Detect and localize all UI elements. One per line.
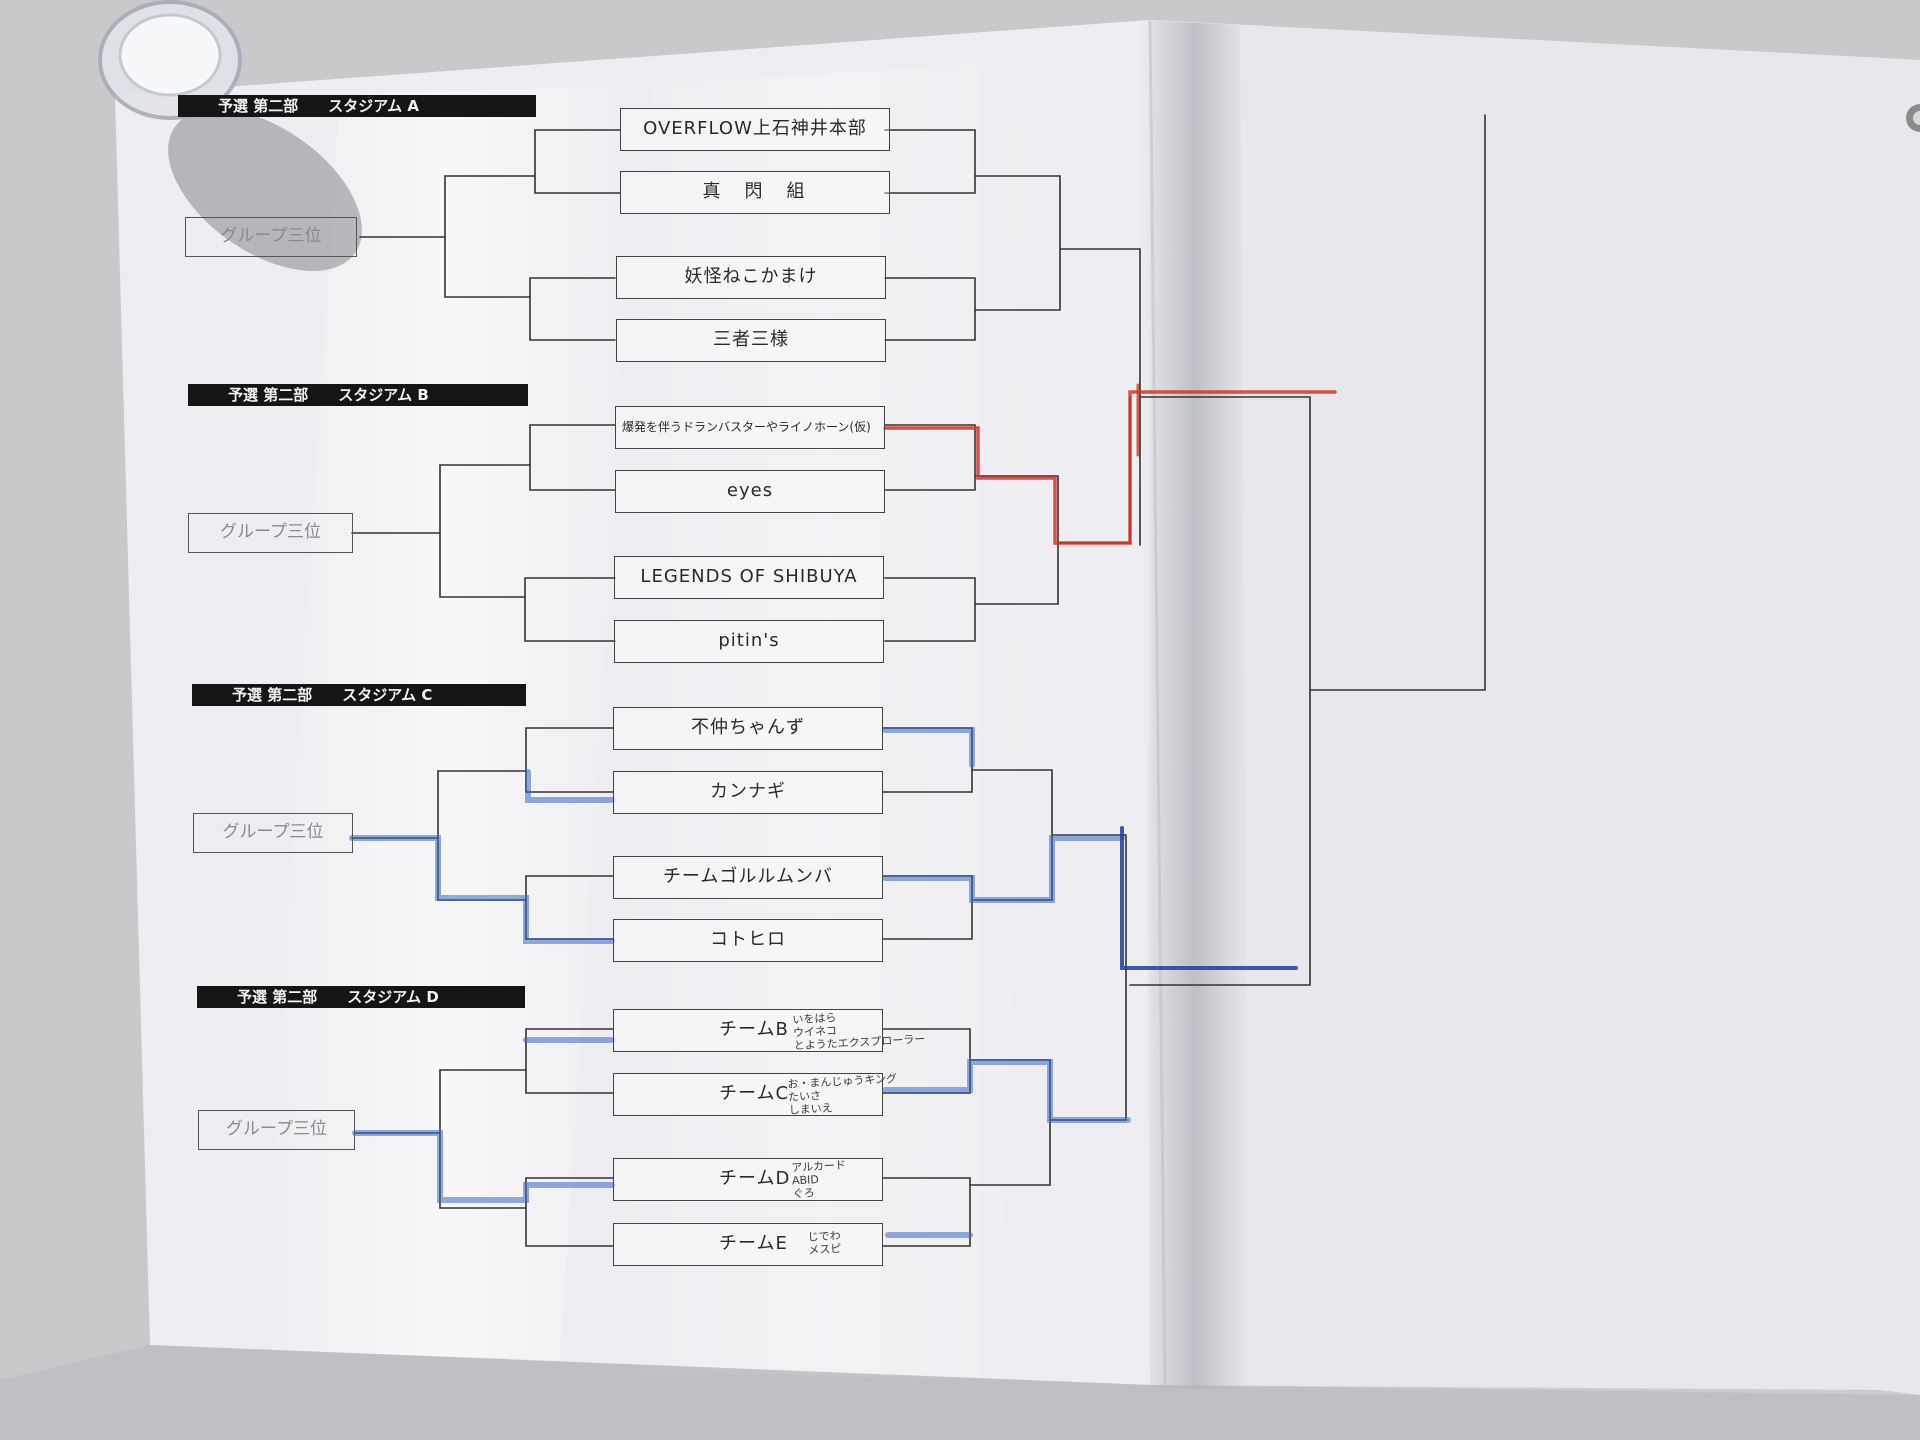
team-c4: コトヒロ [613,919,883,962]
team-c2: カンナギ [613,771,883,814]
stadium-c-header: 予選 第二部 スタジアム C [192,684,526,706]
team-b2: eyes [615,470,885,513]
stadium-c-group-slot: グループ三位 [193,813,353,853]
pushpin-icon [1906,104,1920,132]
handwritten-note-d2: お・まんじゅうキング たいさ しまいえ [787,1072,898,1117]
team-a4: 三者三様 [616,319,886,362]
team-a1: OVERFLOW上石神井本部 [620,108,890,151]
team-b4: pitin's [614,620,884,663]
team-d2: チームC [613,1073,883,1116]
stadium-b-header: 予選 第二部 スタジアム B [188,384,528,406]
team-d1: チームB [613,1009,883,1052]
dark-blue-marker-path [1120,826,1298,970]
team-c1: 不仲ちゃんず [613,707,883,750]
team-b1: 爆発を伴うドランバスターやライノホーン(仮) [615,406,885,449]
stadium-d-header: 予選 第二部 スタジアム D [197,986,525,1008]
team-b3: LEGENDS OF SHIBUYA [614,556,884,599]
team-c3: チームゴルルムンバ [613,856,883,899]
stadium-b-group-slot: グループ三位 [188,513,353,553]
team-d3: チームD [613,1158,883,1201]
stadium-a-group-slot: グループ三位 [185,217,357,257]
handwritten-note-d3: アルカード ABID ぐろ [791,1158,847,1201]
handwritten-note-d4: じでわ メスピ [807,1229,842,1257]
team-a2: 真 閃 組 [620,171,890,214]
glass-cup-icon [98,0,242,120]
team-a3: 妖怪ねこかまけ [616,256,886,299]
handwritten-note-d1: いをはら ウイネコ とようたエクスプローラー [792,1011,926,1053]
stadium-d-group-slot: グループ三位 [198,1110,355,1150]
team-d4: チームE [613,1223,883,1266]
stadium-a-header: 予選 第二部 スタジアム A [178,95,536,117]
red-marker-path [883,390,1337,545]
